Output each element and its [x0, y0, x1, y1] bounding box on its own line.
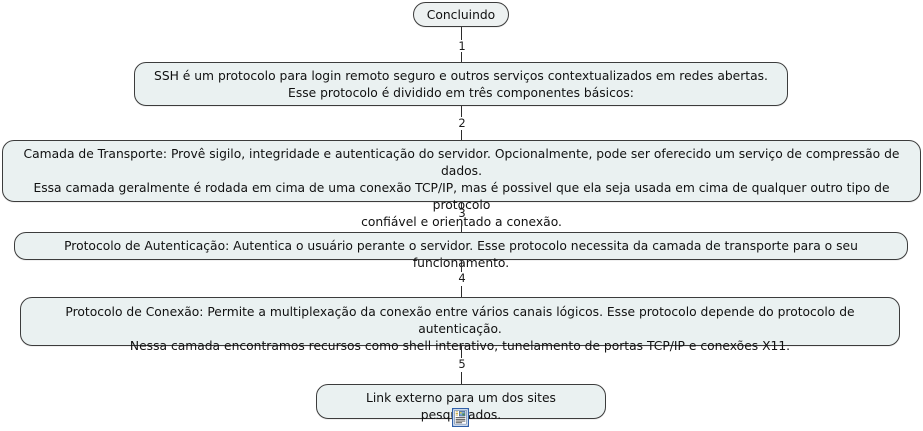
connector-line-2b: [461, 130, 462, 140]
connector-line-1: [461, 27, 462, 40]
connector-line-3: [461, 202, 462, 208]
connector-line-1b: [461, 52, 462, 62]
connector-label-5: 5: [458, 357, 466, 371]
node-ssh-intro[interactable]: SSH é um protocolo para login remoto seg…: [134, 62, 788, 106]
connector-line-5b: [461, 372, 462, 384]
node-camada-transporte[interactable]: Camada de Transporte: Provê sigilo, inte…: [2, 140, 921, 229]
connector-label-1: 1: [458, 39, 466, 53]
connector-line-5: [461, 346, 462, 358]
document-icon[interactable]: [452, 408, 469, 427]
connector-line-4: [461, 260, 462, 272]
connector-line-3b: [461, 221, 462, 232]
connector-line-2: [461, 106, 462, 117]
node-concluindo[interactable]: Concluindo: [413, 2, 509, 27]
node-protocolo-autenticacao[interactable]: Protocolo de Autenticação: Autentica o u…: [14, 232, 908, 270]
connector-label-2: 2: [458, 116, 466, 130]
connector-label-3: 3: [458, 206, 466, 220]
connector-line-4b: [461, 286, 462, 297]
node-protocolo-conexao[interactable]: Protocolo de Conexão: Permite a multiple…: [20, 297, 900, 353]
connector-label-4: 4: [458, 271, 466, 285]
